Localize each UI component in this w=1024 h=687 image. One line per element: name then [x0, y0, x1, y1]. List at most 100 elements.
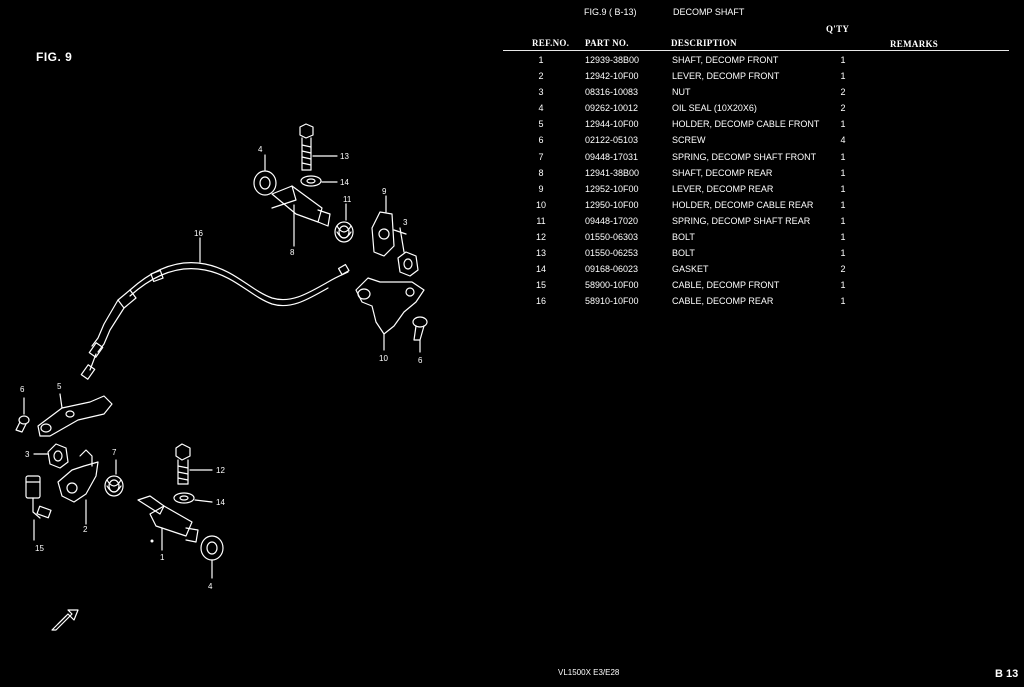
nut-3-upper-drawing — [397, 227, 419, 277]
ref-no-cell: 1 — [538, 55, 544, 65]
front-direction-arrow-icon — [51, 609, 79, 631]
lever-2-drawing — [57, 449, 99, 525]
callout-3-lower: 3 — [25, 450, 30, 459]
part-no-cell: 12941-38B00 — [585, 167, 640, 178]
description-cell: HOLDER, DECOMP CABLE FRONT — [672, 119, 820, 130]
description-cell: CABLE, DECOMP REAR — [672, 296, 774, 307]
callout-6-lower: 6 — [20, 385, 25, 394]
part-no-cell: 09262-10012 — [585, 103, 639, 114]
screw-6-upper-drawing — [412, 316, 428, 353]
callout-2: 2 — [83, 525, 88, 534]
callout-8: 8 — [290, 248, 295, 257]
part-no-cell: 58910-10F00 — [585, 296, 639, 307]
description-cell: NUT — [672, 87, 691, 98]
header-ref-no: REF.NO. — [532, 38, 570, 48]
ref-no-cell: 7 — [538, 151, 544, 162]
callout-3-upper: 3 — [403, 218, 408, 227]
figure-title: DECOMP SHAFT — [673, 7, 745, 17]
callout-1: 1 — [160, 553, 165, 562]
callout-15: 15 — [35, 544, 44, 553]
figure-code: FIG.9 ( B-13) — [584, 7, 637, 17]
ref-no-cell: 2 — [538, 71, 544, 82]
description-cell: BOLT — [672, 232, 695, 243]
ref-no-cell: 11 — [536, 215, 546, 226]
ref-no-cell: 12 — [535, 232, 546, 243]
holder-10-drawing — [355, 277, 425, 351]
description-cell: LEVER, DECOMP REAR — [672, 183, 774, 194]
part-no-cell: 01550-06253 — [585, 248, 639, 259]
nut-3-lower-drawing — [33, 443, 69, 469]
qty-cell: 2 — [840, 103, 846, 114]
description-cell: OIL SEAL (10X20X6) — [672, 103, 757, 114]
qty-cell: 2 — [840, 87, 846, 98]
bolt-12-drawing — [175, 443, 213, 485]
ref-no-cell: 9 — [538, 183, 544, 194]
table-row: 5 12944-10F00 HOLDER, DECOMP CABLE FRONT 1 — [0, 118, 1024, 134]
description-cell: HOLDER, DECOMP CABLE REAR — [672, 199, 814, 210]
description-cell: BOLT — [672, 248, 695, 259]
qty-cell: 1 — [840, 215, 846, 226]
description-cell: SPRING, DECOMP SHAFT REAR — [672, 215, 811, 226]
qty-cell: 1 — [840, 199, 846, 210]
callout-14-upper: 14 — [340, 178, 349, 187]
qty-cell: 1 — [840, 183, 846, 194]
callout-4-lower: 4 — [208, 582, 213, 591]
part-no-cell: 09448-17020 — [585, 215, 639, 226]
callout-4-upper: 4 — [258, 145, 263, 154]
ref-no-cell: 3 — [538, 87, 544, 98]
ref-no-cell: 8 — [538, 167, 544, 178]
callout-7: 7 — [112, 448, 117, 457]
callout-9: 9 — [382, 187, 387, 196]
qty-cell: 1 — [840, 119, 846, 130]
part-no-cell: 12944-10F00 — [585, 119, 639, 130]
table-row: 11 09448-17020 SPRING, DECOMP SHAFT REAR 1 — [0, 215, 1024, 231]
ref-no-cell: 14 — [535, 264, 546, 275]
header-description: DESCRIPTION — [671, 38, 737, 48]
ref-no-cell: 5 — [538, 119, 544, 130]
callout-13: 13 — [340, 152, 349, 161]
gasket-14-lower-drawing — [173, 492, 213, 504]
qty-cell: 1 — [840, 151, 846, 162]
description-cell: SCREW — [672, 135, 706, 146]
qty-cell: 1 — [840, 248, 846, 259]
table-row: 13 01550-06253 BOLT 1 — [0, 247, 1024, 263]
description-cell: SHAFT, DECOMP FRONT — [672, 55, 779, 65]
qty-cell: 1 — [840, 167, 846, 178]
screw-6-lower-drawing — [15, 397, 30, 433]
part-no-cell: 12942-10F00 — [585, 71, 639, 82]
part-no-cell: 09448-17031 — [585, 151, 639, 162]
cable-15-drawing — [25, 475, 52, 541]
ref-no-cell: 6 — [538, 135, 544, 146]
ref-no-cell: 13 — [535, 248, 546, 259]
qty-cell: 1 — [840, 71, 846, 82]
qty-cell: 4 — [840, 135, 846, 146]
callout-14-lower: 14 — [216, 498, 225, 507]
callout-5: 5 — [57, 382, 62, 391]
part-no-cell: 08316-10083 — [585, 87, 639, 98]
description-cell: SPRING, DECOMP SHAFT FRONT — [672, 151, 817, 162]
part-no-cell: 09168-06023 — [585, 264, 639, 275]
callout-16: 16 — [194, 229, 203, 238]
qty-cell: 2 — [840, 264, 846, 275]
ref-no-cell: 16 — [535, 296, 546, 307]
figure-label: FIG. 9 — [36, 50, 73, 64]
gasket-14-upper-drawing — [300, 175, 338, 187]
footer-model: VL1500X E3/E28 — [558, 668, 620, 677]
callout-6-upper: 6 — [418, 356, 423, 365]
table-row: 3 08316-10083 NUT 2 — [0, 86, 1024, 102]
qty-cell: 1 — [840, 232, 846, 243]
header-qty: Q'TY — [826, 24, 850, 34]
description-cell: SHAFT, DECOMP REAR — [672, 167, 773, 178]
oil-seal-4-lower-drawing — [200, 535, 224, 579]
qty-cell: 1 — [840, 55, 846, 65]
header-part-no: PART NO. — [585, 38, 629, 48]
